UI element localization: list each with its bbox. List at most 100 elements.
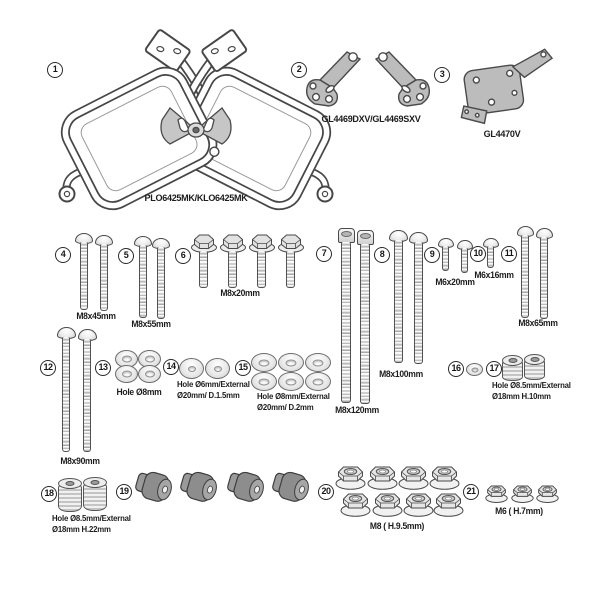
item-1-part-code: PLO6425MK/KLO6425MK bbox=[144, 193, 248, 204]
item-16-number-badge: 16 bbox=[448, 361, 464, 377]
item-9-size-label: M6x20mm bbox=[435, 277, 475, 287]
socket-head-bolt-icon bbox=[338, 228, 355, 243]
bolt-shaft bbox=[257, 251, 266, 288]
bolt-shaft bbox=[442, 246, 449, 271]
bolt-shaft bbox=[414, 242, 423, 364]
item-3-part-code: GL4470V bbox=[483, 129, 521, 140]
flange-nut-icon bbox=[511, 485, 534, 503]
item-17-size-label-line1: Hole Ø8.5mm/External bbox=[492, 381, 571, 390]
item-19-number-badge: 19 bbox=[116, 484, 132, 500]
bolt-shaft bbox=[80, 242, 88, 310]
item-15-size-label-line1: Hole Ø8mm/External bbox=[257, 392, 330, 401]
flange-nut-icon bbox=[433, 493, 464, 517]
washer-icon bbox=[278, 353, 304, 372]
socket-head-bolt-icon bbox=[357, 230, 374, 245]
washer-icon bbox=[179, 358, 204, 379]
item-14-number-badge: 14 bbox=[163, 359, 179, 375]
item-12-number-badge: 12 bbox=[40, 360, 56, 376]
item-7-number-badge: 7 bbox=[316, 246, 332, 262]
washer-icon bbox=[115, 365, 138, 383]
item-6-size-label: M8x20mm bbox=[220, 288, 260, 298]
washer-icon bbox=[205, 358, 230, 379]
item-10-size-label: M6x16mm bbox=[474, 270, 514, 280]
hex-flange-bolt-icon bbox=[249, 234, 275, 253]
item-20-size-label: M8 ( H.9.5mm) bbox=[369, 521, 425, 531]
rubber-grommet-icon bbox=[227, 471, 264, 502]
bolt-shaft bbox=[228, 251, 237, 288]
item-20-number-badge: 20 bbox=[318, 484, 334, 500]
bolt-shaft bbox=[157, 247, 165, 319]
ribbed-spacer-icon bbox=[524, 354, 545, 380]
flange-nut-icon bbox=[340, 493, 371, 517]
item-5-number-badge: 5 bbox=[118, 248, 134, 264]
bolt-shaft bbox=[521, 235, 529, 318]
flange-nut-icon bbox=[372, 493, 403, 517]
washer-icon bbox=[138, 365, 161, 383]
washer-icon bbox=[305, 372, 331, 391]
item-5-size-label: M8x55mm bbox=[131, 319, 171, 329]
item-14-size-label-line2: Ø20mm/ D.1.5mm bbox=[177, 391, 240, 400]
bolt-shaft bbox=[487, 246, 494, 268]
item-4-size-label: M8x45mm bbox=[76, 311, 116, 321]
hex-flange-bolt-icon bbox=[191, 234, 217, 253]
bolt-shaft bbox=[286, 251, 295, 288]
flange-nut-icon bbox=[398, 466, 429, 490]
washer-icon bbox=[251, 372, 277, 391]
item-18-size-label-line1: Hole Ø8.5mm/External bbox=[52, 514, 131, 523]
item-15-size-label-line2: Ø20mm/ D.2mm bbox=[257, 403, 314, 412]
bolt-shaft bbox=[100, 244, 108, 311]
flange-nut-icon bbox=[403, 493, 434, 517]
item-14-size-label-line1: Hole Ø6mm/External bbox=[177, 380, 250, 389]
item-15-number-badge: 15 bbox=[235, 360, 251, 376]
flange-nut-icon bbox=[429, 466, 460, 490]
hex-flange-bolt-icon bbox=[220, 234, 246, 253]
flange-nut-icon bbox=[367, 466, 398, 490]
ribbed-spacer-icon bbox=[58, 478, 82, 512]
bolt-shaft bbox=[83, 339, 91, 452]
item-17-size-label-line2: Ø18mm H.10mm bbox=[492, 392, 551, 401]
item-21-size-label: M6 ( H.7mm) bbox=[495, 506, 543, 516]
item-9-number-badge: 9 bbox=[424, 247, 440, 263]
washer-icon bbox=[466, 363, 483, 376]
item-10-number-badge: 10 bbox=[470, 246, 486, 262]
washer-icon bbox=[251, 353, 277, 372]
item-21-number-badge: 21 bbox=[463, 484, 479, 500]
bolt-shaft bbox=[360, 244, 370, 404]
ribbed-spacer-icon bbox=[83, 477, 107, 511]
washer-icon bbox=[278, 372, 304, 391]
pannier-frame-icon bbox=[58, 29, 334, 211]
bolt-shaft bbox=[199, 251, 208, 288]
item-12-size-label: M8x90mm bbox=[60, 456, 100, 466]
hex-flange-bolt-icon bbox=[278, 234, 304, 253]
bolt-shaft bbox=[540, 237, 548, 319]
bolt-shaft bbox=[139, 245, 147, 318]
bolt-shaft bbox=[62, 337, 70, 452]
washer-icon bbox=[305, 353, 331, 372]
item-4-number-badge: 4 bbox=[55, 247, 71, 263]
rubber-grommet-icon bbox=[135, 471, 172, 502]
item-3-number-badge: 3 bbox=[434, 67, 450, 83]
item-13-number-badge: 13 bbox=[95, 360, 111, 376]
item-18-size-label-line2: Ø18mm H.22mm bbox=[52, 525, 111, 534]
item-2-number-badge: 2 bbox=[291, 62, 307, 78]
mounting-plate-icon bbox=[460, 48, 554, 125]
item-7-size-label: M8x120mm bbox=[335, 405, 379, 415]
flange-nut-icon bbox=[485, 485, 508, 503]
flange-nut-icon bbox=[536, 485, 559, 503]
item-17-number-badge: 17 bbox=[486, 361, 502, 377]
item-6-number-badge: 6 bbox=[175, 248, 191, 264]
ribbed-spacer-icon bbox=[502, 355, 523, 381]
item-11-number-badge: 11 bbox=[501, 246, 517, 262]
item-18-number-badge: 18 bbox=[41, 486, 57, 502]
bolt-shaft bbox=[461, 248, 468, 273]
bolt-shaft bbox=[394, 240, 403, 363]
item-11-size-label: M8x65mm bbox=[518, 318, 558, 328]
item-8-size-label: M8x100mm bbox=[379, 369, 423, 379]
rubber-grommet-icon bbox=[180, 471, 217, 502]
item-2-part-code: GL4469DXV/GL4469SXV bbox=[321, 114, 421, 125]
item-8-number-badge: 8 bbox=[374, 247, 390, 263]
flange-nut-icon bbox=[335, 466, 366, 490]
v-bracket-icon bbox=[305, 51, 431, 107]
item-13-size-label: Hole Ø8mm bbox=[116, 387, 162, 397]
